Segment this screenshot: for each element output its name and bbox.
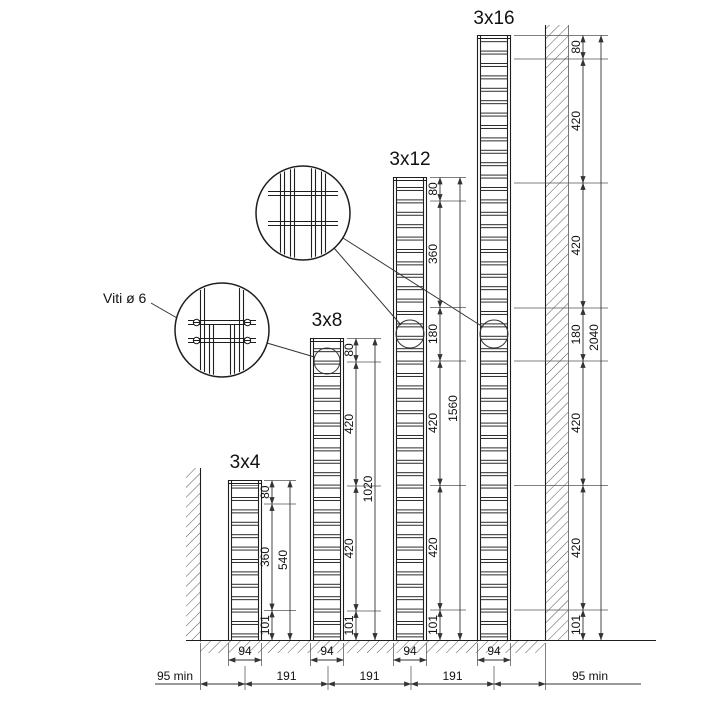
ground	[186, 639, 656, 653]
detail-circle-splice	[255, 165, 351, 261]
overall-dim: 1560	[446, 395, 460, 422]
segment-dim: 420	[569, 538, 583, 558]
ladder-3x16	[476, 34, 512, 640]
right-wall	[544, 25, 569, 640]
column-label: 3x16	[473, 8, 514, 29]
column-label: 3x12	[389, 149, 430, 170]
left-wall	[186, 468, 202, 640]
spacing-dims: 95 min 191 191 191 95 min	[155, 643, 641, 690]
segment-dim: 101	[258, 615, 272, 635]
splice-marker-3x16	[479, 319, 509, 349]
dims-3x16: 80 420 420 180 420 420 101 2040	[514, 35, 608, 641]
segment-dim: 420	[569, 111, 583, 131]
segment-dim: 80	[569, 40, 583, 54]
segment-dim: 360	[258, 547, 272, 567]
clearance-dim-right: 95 min	[572, 669, 608, 683]
splice-marker-3x8	[313, 347, 341, 375]
segment-dim: 80	[258, 485, 272, 499]
segment-dim: 101	[426, 615, 440, 635]
ladder-3x4	[227, 479, 263, 640]
width-dim: 94	[487, 644, 501, 658]
segment-dim: 180	[426, 324, 440, 344]
splice-marker-3x12	[395, 319, 425, 349]
ladder-3x12	[392, 176, 428, 640]
detail-overlap-joint	[268, 167, 338, 259]
column-label: 3x4	[230, 452, 261, 473]
dims-3x8: 80 420 420 101 1020	[342, 338, 381, 641]
spacing-dim: 191	[276, 669, 296, 683]
segment-dim: 80	[342, 343, 356, 357]
segment-dim: 420	[342, 414, 356, 434]
spacing-dim: 191	[442, 669, 462, 683]
width-dim: 94	[238, 644, 252, 658]
segment-dim: 80	[426, 182, 440, 196]
ladder-3x8	[309, 337, 345, 640]
overall-dim: 1020	[361, 475, 375, 502]
segment-dim: 180	[569, 324, 583, 344]
width-dims: 94 94 94 94	[228, 643, 511, 666]
overall-dim: 2040	[587, 324, 601, 351]
segment-dim: 420	[569, 235, 583, 255]
detail-screw-joint	[188, 284, 256, 376]
clearance-dim-left: 95 min	[157, 669, 193, 683]
segment-dim: 360	[426, 244, 440, 264]
segment-dim: 420	[342, 538, 356, 558]
detail-circle-screws	[174, 282, 270, 378]
dims-3x4: 80 360 101 540	[258, 480, 296, 641]
dims-3x12: 80 360 180 420 420 101 1560	[426, 177, 466, 641]
overall-dim: 540	[276, 550, 290, 570]
width-dim: 94	[320, 644, 334, 658]
segment-dim: 420	[569, 413, 583, 433]
segment-dim: 420	[426, 537, 440, 557]
width-dim: 94	[403, 644, 417, 658]
segment-dim: 101	[569, 615, 583, 635]
segment-dim: 420	[426, 413, 440, 433]
spacing-dim: 191	[359, 669, 379, 683]
screw-note: Viti ø 6	[103, 290, 147, 306]
column-label: 3x8	[312, 310, 343, 331]
segment-dim: 101	[342, 615, 356, 635]
